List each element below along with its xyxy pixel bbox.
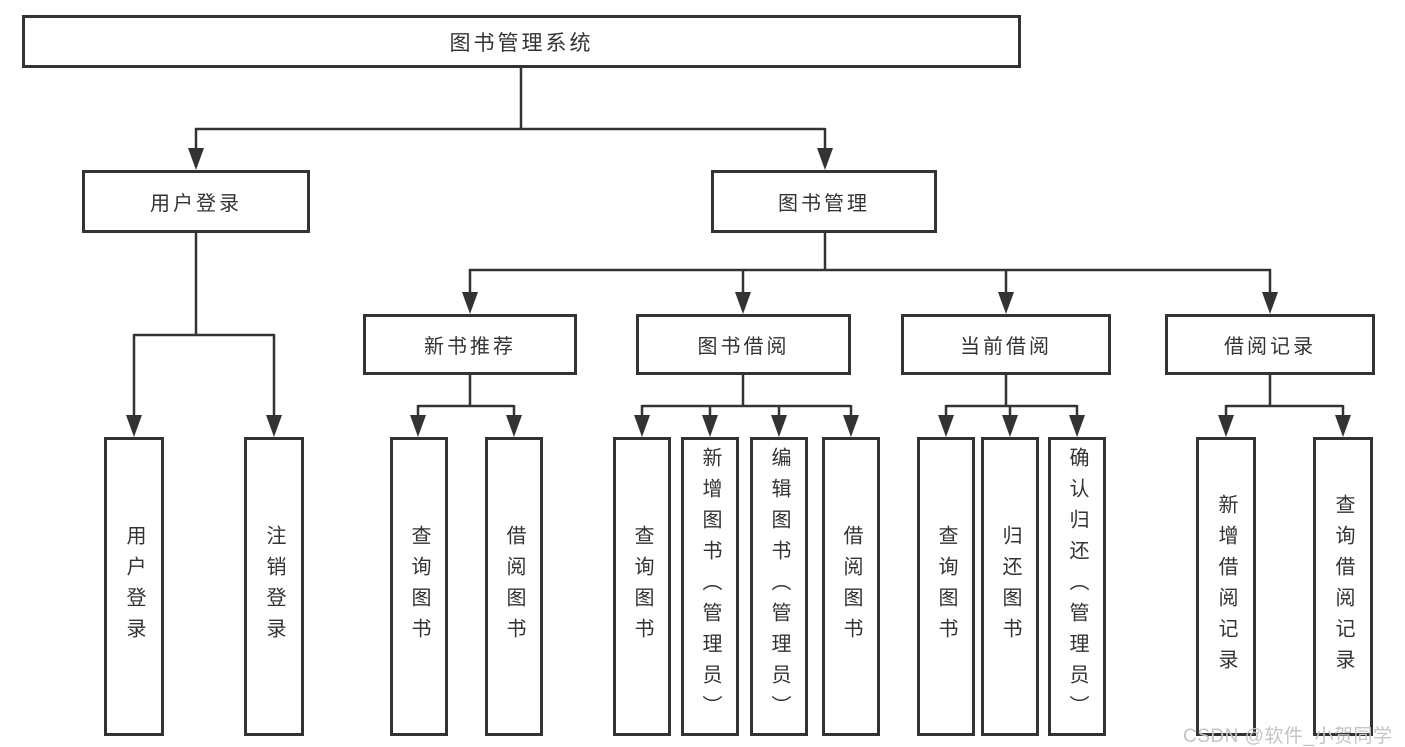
csdn-watermark: CSDN @软件_小贺同学 xyxy=(1183,726,1393,747)
node-book-borrow: 图书借阅 xyxy=(636,314,851,375)
leaf-query-books-3-label: 查询图书 xyxy=(935,524,957,649)
leaf-logout-label: 注销登录 xyxy=(263,524,285,649)
node-current-borrow: 当前借阅 xyxy=(901,314,1111,375)
leaf-return-books-label: 归还图书 xyxy=(999,524,1021,649)
leaf-query-books-1: 查询图书 xyxy=(390,437,448,736)
node-borrow-records-label: 借阅记录 xyxy=(1224,336,1316,358)
connector-root-to-level2 xyxy=(188,68,833,170)
node-book-management-label: 图书管理 xyxy=(778,193,870,215)
node-book-management: 图书管理 xyxy=(711,170,937,233)
leaf-query-borrow-record: 查询借阅记录 xyxy=(1313,437,1373,736)
leaf-add-borrow-record-label: 新增借阅记录 xyxy=(1215,493,1237,680)
leaf-confirm-return-admin-label: 确认归还（管理员） xyxy=(1066,447,1088,726)
node-library-system: 图书管理系统 xyxy=(22,15,1021,68)
leaf-edit-books-admin-label: 编辑图书（管理员） xyxy=(768,447,790,726)
leaf-borrow-books-2: 借阅图书 xyxy=(822,437,880,736)
node-current-borrow-label: 当前借阅 xyxy=(960,336,1052,358)
leaf-edit-books-admin: 编辑图书（管理员） xyxy=(750,437,808,736)
leaf-borrow-books-1: 借阅图书 xyxy=(485,437,543,736)
leaf-query-books-2: 查询图书 xyxy=(613,437,671,736)
node-new-book-recommend: 新书推荐 xyxy=(363,314,577,375)
leaf-confirm-return-admin: 确认归还（管理员） xyxy=(1048,437,1106,736)
leaf-user-login: 用户登录 xyxy=(104,437,164,736)
connector-current-borrow-children xyxy=(938,375,1085,437)
leaf-add-books-admin-label: 新增图书（管理员） xyxy=(699,447,721,726)
leaf-user-login-label: 用户登录 xyxy=(123,524,145,649)
connector-borrow-records-children xyxy=(1218,375,1351,437)
leaf-query-books-2-label: 查询图书 xyxy=(631,524,653,649)
node-borrow-records: 借阅记录 xyxy=(1165,314,1375,375)
leaf-borrow-books-1-label: 借阅图书 xyxy=(503,524,525,649)
connector-new-book-recommend-children xyxy=(410,375,522,437)
node-user-login-label: 用户登录 xyxy=(150,193,242,215)
leaf-query-books-1-label: 查询图书 xyxy=(408,524,430,649)
node-library-system-label: 图书管理系统 xyxy=(449,31,594,55)
node-book-borrow-label: 图书借阅 xyxy=(697,336,790,358)
connector-book-borrow-children xyxy=(634,375,859,437)
leaf-borrow-books-2-label: 借阅图书 xyxy=(840,524,862,649)
leaf-logout: 注销登录 xyxy=(244,437,304,736)
node-new-book-recommend-label: 新书推荐 xyxy=(424,336,516,358)
leaf-add-books-admin: 新增图书（管理员） xyxy=(681,437,739,736)
connector-book-management-children xyxy=(462,233,1278,314)
leaf-query-books-3: 查询图书 xyxy=(917,437,975,736)
node-user-login: 用户登录 xyxy=(82,170,310,233)
leaf-return-books: 归还图书 xyxy=(981,437,1039,736)
leaf-add-borrow-record: 新增借阅记录 xyxy=(1196,437,1256,736)
connector-user-login-children xyxy=(126,233,282,437)
leaf-query-borrow-record-label: 查询借阅记录 xyxy=(1332,493,1354,680)
